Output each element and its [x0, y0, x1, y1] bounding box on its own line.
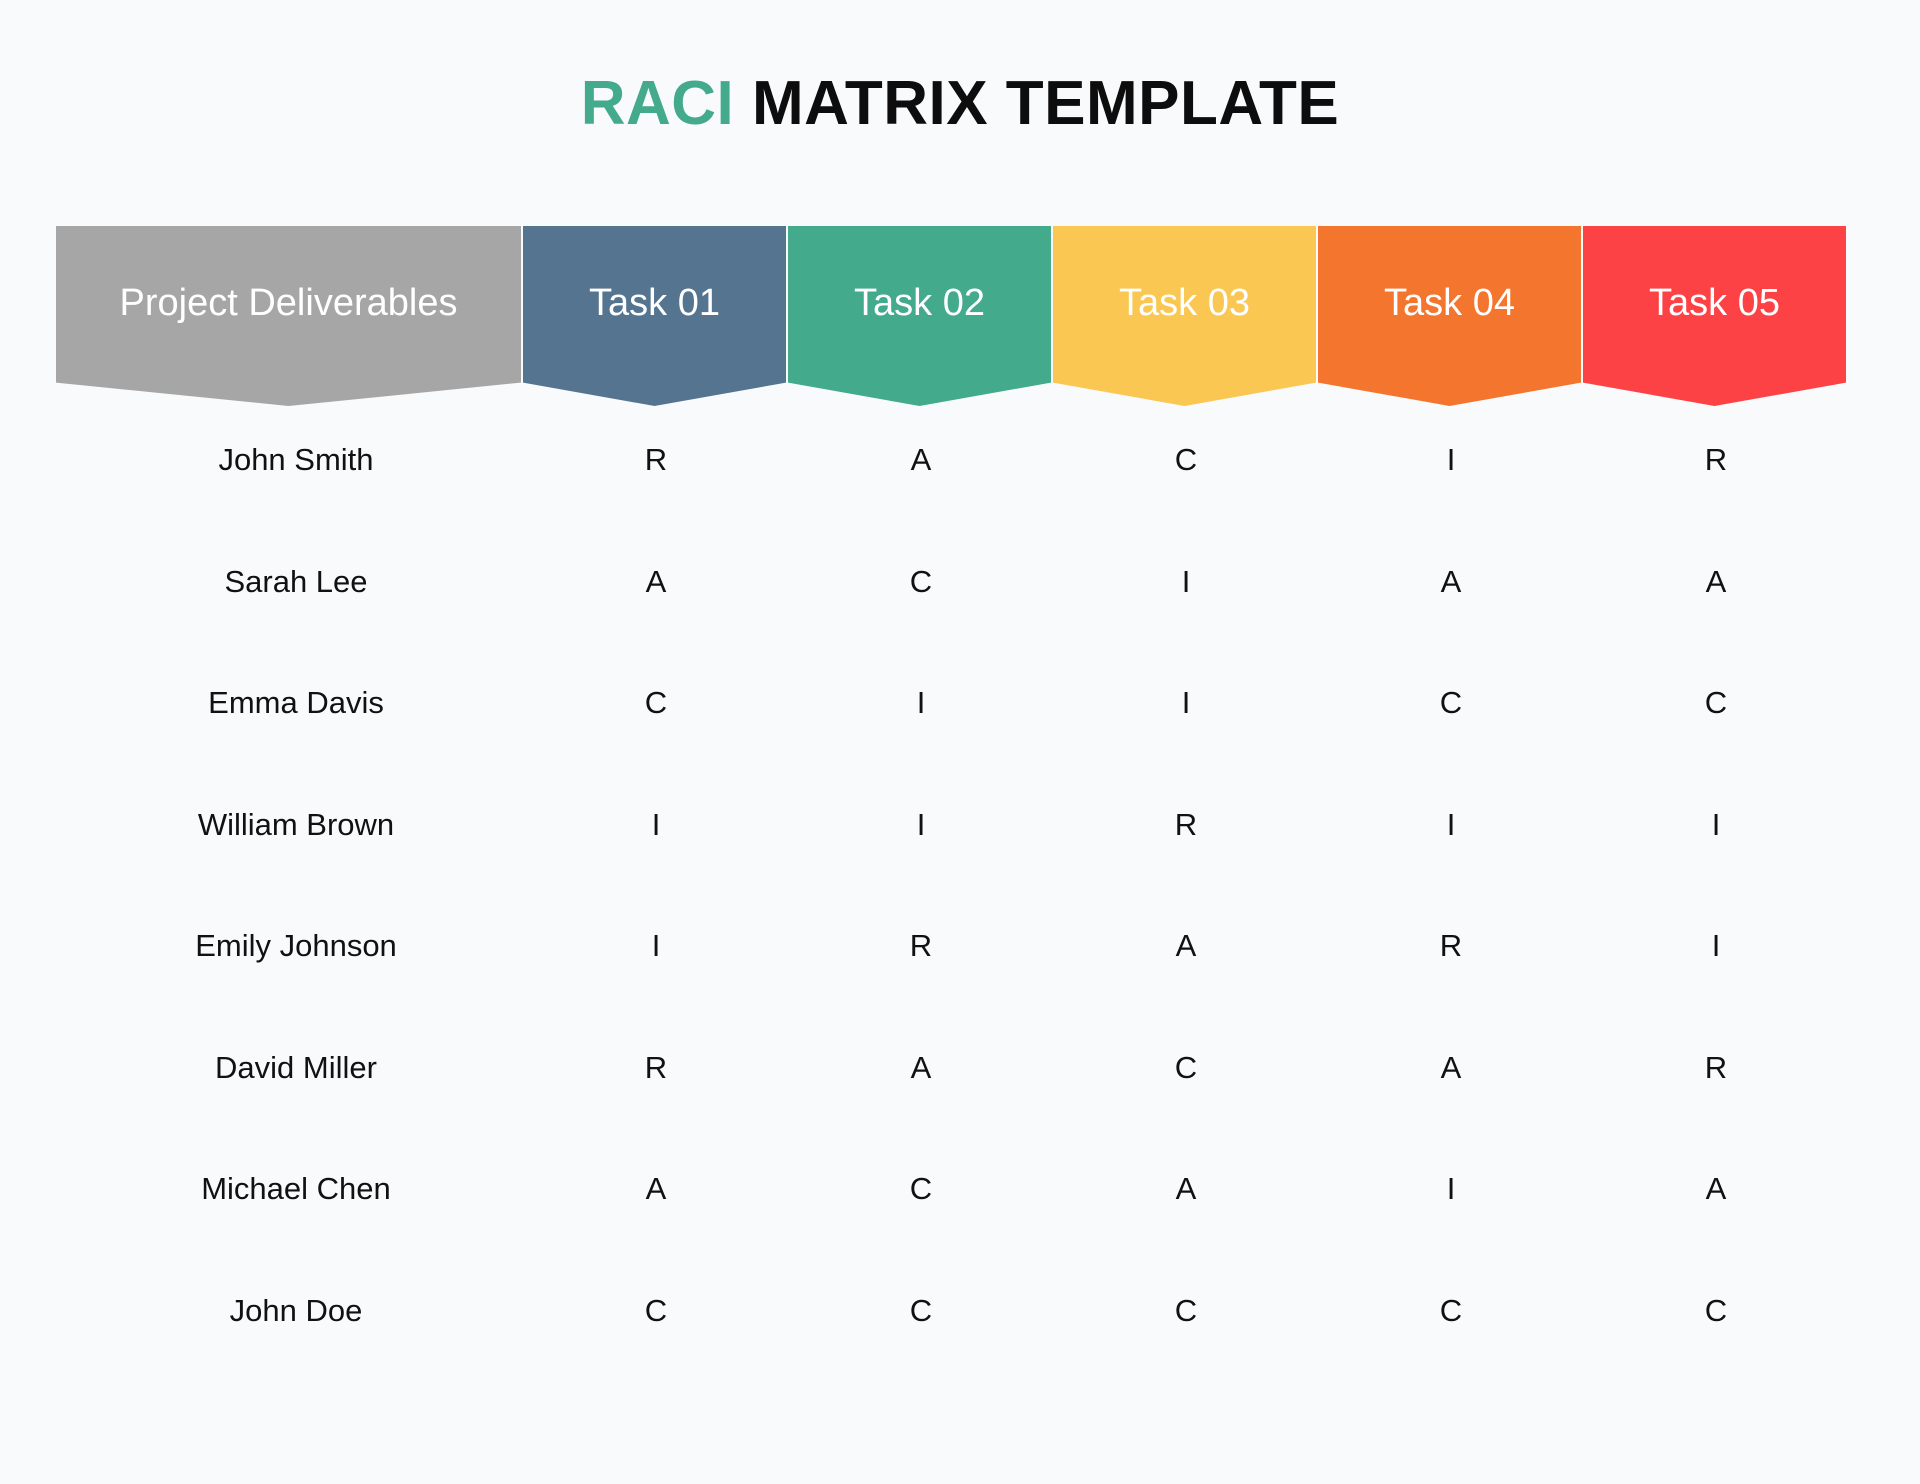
raci-cell: C [909, 563, 933, 599]
raci-cell: R [1439, 928, 1463, 963]
raci-cell: C [909, 1292, 933, 1328]
row-name: Emily Johnson [195, 928, 397, 963]
raci-cell: R [1704, 442, 1728, 477]
header-label: Task 01 [589, 282, 720, 324]
header-task-05: Task 05 [1583, 226, 1846, 406]
raci-cell: I [651, 806, 661, 842]
raci-cell: C [644, 685, 668, 720]
table-row: Emma Davis C I I C C [56, 653, 1846, 775]
table-row: David Miller R A C A R [56, 1018, 1846, 1140]
raci-cell: C [1704, 1292, 1728, 1328]
raci-cell: C [1704, 685, 1728, 720]
raci-cell: I [651, 928, 661, 963]
header-label: Task 04 [1384, 282, 1515, 324]
page-title: RACI MATRIX TEMPLATE [0, 68, 1920, 139]
table-row: Sarah Lee A C I A A [56, 532, 1846, 654]
title-accent: RACI [580, 69, 735, 138]
raci-cell: C [1174, 442, 1198, 477]
raci-cell: A [910, 442, 932, 477]
table-row: John Doe C C C C C [56, 1261, 1846, 1383]
header-label: Task 02 [854, 282, 985, 324]
raci-cell: I [1181, 685, 1191, 720]
raci-cell: A [1175, 1171, 1197, 1206]
raci-cell: I [1711, 806, 1721, 842]
header-label: Project Deliverables [119, 282, 458, 324]
raci-cell: R [644, 442, 668, 477]
row-name: William Brown [197, 806, 395, 842]
raci-cell: A [1705, 1171, 1727, 1206]
row-name: David Miller [215, 1049, 377, 1085]
row-name: Emma Davis [208, 685, 384, 720]
raci-cell: A [1705, 563, 1727, 599]
raci-cell: I [1446, 442, 1456, 477]
row-name: John Smith [218, 442, 374, 477]
raci-cell: I [1181, 563, 1191, 599]
header-task-04: Task 04 [1318, 226, 1581, 406]
header-task-02: Task 02 [788, 226, 1051, 406]
raci-cell: A [1440, 1049, 1462, 1085]
raci-cell: I [916, 806, 926, 842]
raci-cell: A [1440, 563, 1462, 599]
matrix-header: Project Deliverables Task 01 Task 02 Tas… [56, 226, 1846, 406]
raci-cell: C [1174, 1292, 1198, 1328]
header-task-01: Task 01 [523, 226, 786, 406]
raci-cell: I [1446, 806, 1456, 842]
raci-cell: R [1174, 806, 1198, 842]
raci-cell: A [1175, 928, 1197, 963]
raci-cell: C [644, 1292, 668, 1328]
raci-cell: I [1446, 1171, 1456, 1206]
raci-cell: I [916, 685, 926, 720]
raci-cell: A [910, 1049, 932, 1085]
title-rest: MATRIX TEMPLATE [752, 69, 1340, 138]
header-project-deliverables: Project Deliverables [56, 226, 521, 406]
table-row: John Smith R A C I R [56, 410, 1846, 532]
header-label: Task 05 [1649, 282, 1780, 324]
raci-cell: C [909, 1171, 933, 1206]
raci-cell: C [1439, 685, 1463, 720]
header-label: Task 03 [1119, 282, 1250, 324]
row-name: Michael Chen [201, 1171, 391, 1206]
raci-cell: C [1439, 1292, 1463, 1328]
raci-cell: A [645, 1171, 667, 1206]
raci-cell: I [1711, 928, 1721, 963]
row-name: Sarah Lee [224, 563, 368, 599]
raci-cell: R [1704, 1049, 1728, 1085]
matrix-body: John Smith R A C I R Sarah Lee A C I A A… [56, 410, 1846, 1382]
row-name: John Doe [229, 1292, 363, 1328]
table-row: Michael Chen A C A I A [56, 1139, 1846, 1261]
header-task-03: Task 03 [1053, 226, 1316, 406]
raci-cell: C [1174, 1049, 1198, 1085]
table-row: Emily Johnson I R A R I [56, 896, 1846, 1018]
raci-cell: R [644, 1049, 668, 1085]
raci-cell: A [645, 563, 667, 599]
table-row: William Brown I I R I I [56, 775, 1846, 897]
raci-cell: R [909, 928, 933, 963]
